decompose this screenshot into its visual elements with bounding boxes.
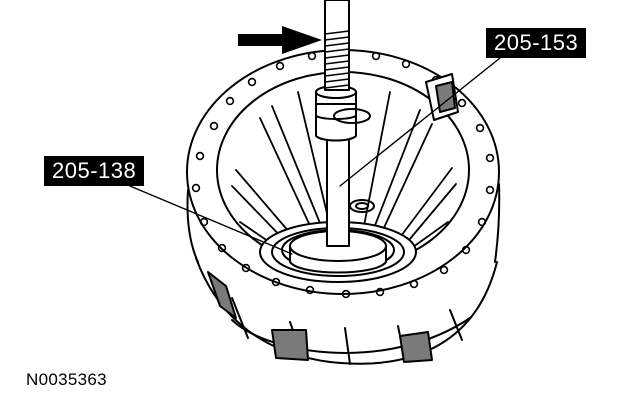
leader-line-205-138 [129, 185, 293, 255]
housing-foot-block [271, 329, 309, 361]
arrow-right-icon [238, 26, 322, 54]
installer-collar-body [315, 91, 357, 142]
drive-rod-threads [324, 30, 350, 89]
housing-rib [344, 327, 351, 365]
flange-bolt-holes [191, 51, 495, 299]
housing-side-shade [207, 271, 237, 319]
collar-shadow-ring [333, 108, 371, 124]
installer-handle-shaft [326, 131, 350, 247]
housing-rib [231, 297, 249, 339]
flange-edge-left [186, 189, 199, 263]
flange-edge-right [494, 183, 501, 263]
flange-top-boss-shade [435, 81, 456, 113]
leader-line-205-153 [339, 57, 501, 187]
figure-reference-number: N0035363 [26, 370, 107, 389]
interior-hole-inner [355, 202, 369, 210]
callout-label-205-138: 205-138 [44, 156, 145, 186]
housing-foot-block [399, 331, 433, 363]
housing-bottom-edge [231, 317, 471, 354]
callout-label-205-153: 205-153 [486, 28, 587, 58]
housing-rib [449, 309, 463, 341]
